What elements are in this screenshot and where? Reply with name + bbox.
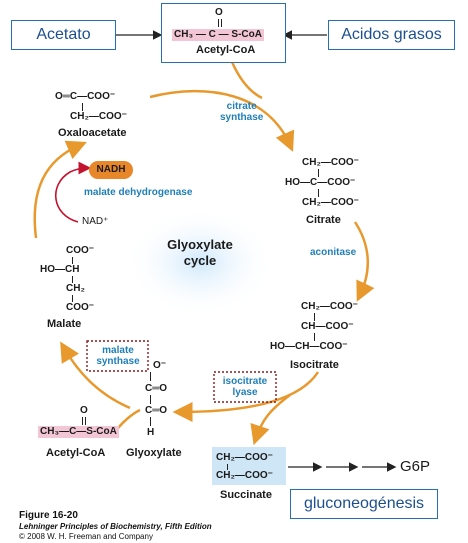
enzyme-line: malate	[102, 345, 134, 356]
enzyme-line: citrate	[226, 101, 257, 112]
acidos-grasos-box: Acidos grasos	[328, 20, 455, 50]
bond	[150, 372, 151, 381]
arrow-acetylcoa-bottom	[117, 408, 141, 429]
succinate-line1: CH₂—COO⁻	[216, 452, 273, 463]
malate-line1: COO⁻	[66, 245, 95, 256]
malate-synthase-box	[86, 340, 149, 372]
citrate-name: Citrate	[306, 214, 341, 226]
isocitrate-line1: CH₂—COO⁻	[301, 301, 358, 312]
acetyl-coa-top-oxygen: O	[215, 7, 223, 18]
bond	[72, 257, 73, 264]
acetyl-coa-top-formula: CH₃ — C — S-CoA	[172, 29, 264, 41]
bond	[314, 333, 315, 341]
bond	[150, 395, 151, 404]
arrow-citrate-isocitrate	[353, 221, 375, 302]
acetyl-coa-top-box: O CH₃ — C — S-CoA Acetyl-CoA	[161, 3, 286, 63]
oxaloacetate-name: Oxaloacetate	[58, 127, 127, 139]
arrow-acetylcoa-in	[230, 61, 263, 100]
bond	[318, 189, 319, 197]
oxaloacetate-line1: O═C—COO⁻	[55, 91, 116, 102]
citrate-line2: HO—C—COO⁻	[285, 177, 356, 188]
gluconeogenesis-label: gluconeogénesis	[303, 495, 425, 512]
citrate-line1: CH₂—COO⁻	[302, 157, 359, 168]
malate-line3: CH₂	[66, 283, 85, 294]
isocitrate-lyase-label: isocitrate lyase	[215, 376, 275, 398]
isocitrate-name: Isocitrate	[290, 359, 339, 371]
enzyme-line: synthase	[220, 112, 264, 123]
copyright: © 2008 W. H. Freeman and Company	[19, 532, 153, 541]
malate-line4: COO⁻	[66, 302, 95, 313]
isocitrate-line3: HO—CH—COO⁻	[270, 341, 348, 352]
citrate-synthase-label: citrate synthase	[220, 101, 263, 123]
oxaloacetate-line2: CH₂—COO⁻	[70, 111, 127, 122]
bond	[227, 464, 228, 470]
glyoxylate-line2: C═O	[145, 383, 168, 394]
acetato-box: Acetato	[11, 20, 116, 50]
nadh-label: NADH	[96, 164, 126, 175]
acetyl-coa-bottom-name: Acetyl-CoA	[46, 447, 106, 459]
g6p-label: G6P	[400, 458, 431, 475]
malate-dehydrogenase-label: malate dehydrogenase	[84, 187, 193, 198]
succinate-line2: CH₂—COO⁻	[216, 470, 273, 481]
arrow-glyoxylate-malate	[60, 341, 131, 410]
glyoxylate-line3: C═O	[145, 405, 168, 416]
arrow-nad-nadh	[55, 161, 92, 223]
glyoxylate-name: Glyoxylate	[126, 447, 182, 459]
cycle-title-line: Glyoxylate	[167, 237, 233, 252]
isocitrate-lyase-box	[213, 371, 277, 403]
nadh-badge: NADH	[89, 161, 133, 179]
bond	[72, 276, 73, 283]
arrow-isocitrate-glyoxylate	[172, 371, 320, 422]
book-title: Lehninger Principles of Biochemistry, Fi…	[19, 522, 212, 531]
double-bond	[218, 19, 222, 27]
acetato-label: Acetato	[36, 26, 91, 43]
enzyme-line: synthase	[96, 356, 140, 367]
enzyme-line: isocitrate	[222, 376, 268, 387]
glyoxylate-line1: O⁻	[153, 360, 167, 371]
enzyme-line: lyase	[232, 387, 258, 398]
citrate-line3: CH₂—COO⁻	[302, 197, 359, 208]
acidos-grasos-label: Acidos grasos	[341, 26, 442, 43]
acetyl-coa-bottom-oxygen: O	[80, 405, 88, 416]
cycle-title-line: cycle	[183, 253, 217, 268]
succinate-name: Succinate	[220, 489, 272, 501]
bond	[318, 169, 319, 177]
double-bond	[82, 417, 86, 425]
bond	[150, 417, 151, 426]
succinate-highlight	[212, 447, 286, 485]
cycle-title: Glyoxylate cycle	[150, 237, 250, 269]
bond	[72, 295, 73, 302]
arrow-oxaloacetate-citrate	[149, 89, 295, 152]
cycle-glow	[125, 207, 275, 317]
gluconeogenesis-box: gluconeogénesis	[290, 489, 438, 519]
nad-label: NAD⁺	[82, 216, 109, 227]
aconitase-label: aconitase	[310, 247, 357, 258]
bond	[314, 313, 315, 321]
malate-synthase-label: malate synthase	[88, 345, 148, 367]
acetyl-coa-top-name: Acetyl-CoA	[196, 44, 256, 56]
glyoxylate-line4: H	[147, 427, 155, 438]
arrow-malate-oxaloacetate	[33, 140, 87, 239]
malate-name: Malate	[47, 318, 82, 330]
bond	[82, 103, 83, 111]
acetyl-coa-bottom-formula: CH₃—C—S-CoA	[38, 426, 119, 438]
arrow-isocitrate-succinate	[250, 394, 291, 446]
figure-number: Figure 16-20	[19, 510, 78, 521]
malate-line2: HO—CH	[40, 264, 80, 275]
isocitrate-line2: CH—COO⁻	[301, 321, 354, 332]
